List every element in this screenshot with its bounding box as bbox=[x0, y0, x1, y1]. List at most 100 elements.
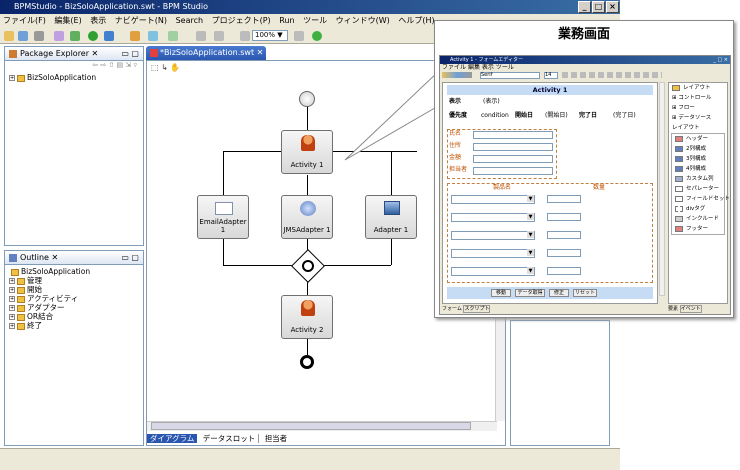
print-icon[interactable] bbox=[34, 31, 44, 41]
palette-item-custom[interactable]: カスタム列 bbox=[672, 174, 724, 184]
font-size-select[interactable]: 14 bbox=[544, 72, 558, 79]
quantity-field[interactable] bbox=[547, 267, 581, 275]
product-select[interactable] bbox=[451, 231, 535, 240]
amount-field[interactable] bbox=[473, 155, 553, 163]
palette-item-2col[interactable]: 2列構成 bbox=[672, 144, 724, 154]
move-button[interactable]: 移動 bbox=[491, 289, 511, 297]
modify-button[interactable]: 修正 bbox=[549, 289, 569, 297]
product-select[interactable] bbox=[451, 267, 535, 276]
open-type-icon[interactable] bbox=[130, 31, 140, 41]
address-field[interactable] bbox=[473, 143, 553, 151]
menu-help[interactable]: ヘルプ(H) bbox=[398, 16, 435, 25]
palette-item-fieldset[interactable]: フィールドセット bbox=[672, 194, 730, 204]
search-icon[interactable] bbox=[168, 31, 178, 41]
zoom-select[interactable]: 100% ▼ bbox=[252, 30, 288, 41]
palette-item-3col[interactable]: 3列構成 bbox=[672, 154, 724, 164]
jms-adapter-node[interactable]: JMSAdapter 1 bbox=[281, 195, 333, 239]
back-icon[interactable] bbox=[196, 31, 206, 41]
fetch-data-button[interactable]: データ取得 bbox=[515, 289, 545, 297]
menu-run[interactable]: Run bbox=[279, 16, 295, 25]
menu-project[interactable]: プロジェクト(P) bbox=[211, 16, 271, 25]
form-window-controls[interactable]: _ □ × bbox=[713, 57, 728, 63]
menu-edit[interactable]: 編集(E) bbox=[54, 16, 82, 25]
palette-item-header[interactable]: ヘッダー bbox=[672, 134, 724, 144]
outline-item[interactable]: +終了 bbox=[9, 321, 42, 330]
palette-item-include[interactable]: インクルード bbox=[672, 214, 724, 224]
open-resource-icon[interactable] bbox=[148, 31, 158, 41]
outline-root[interactable]: BizSoloApplication bbox=[5, 267, 143, 276]
palette-item-4col[interactable]: 4列構成 bbox=[672, 164, 724, 174]
form-vertical-scrollbar[interactable] bbox=[659, 82, 665, 296]
menu-window[interactable]: ウィンドウ(W) bbox=[335, 16, 390, 25]
tab-form[interactable]: フォーム bbox=[442, 306, 462, 312]
debug-icon[interactable] bbox=[70, 31, 80, 41]
tab-events[interactable]: イベント bbox=[679, 305, 702, 313]
horizontal-scroll-thumb[interactable] bbox=[151, 422, 471, 430]
expand-icon[interactable]: + bbox=[9, 314, 15, 320]
font-select[interactable]: Serif bbox=[480, 72, 540, 79]
tab-data-slot[interactable]: データスロット bbox=[199, 434, 260, 443]
expand-icon[interactable]: + bbox=[9, 287, 15, 293]
help-icon[interactable] bbox=[54, 31, 64, 41]
product-select[interactable] bbox=[451, 195, 535, 204]
expand-icon[interactable]: + bbox=[9, 296, 15, 302]
adapter-node[interactable]: Adapter 1 bbox=[365, 195, 417, 239]
outline-item[interactable]: +管理 bbox=[9, 276, 42, 285]
start-event[interactable] bbox=[299, 91, 315, 107]
zoom-out-icon[interactable] bbox=[240, 31, 250, 41]
outline-item[interactable]: +OR結合 bbox=[9, 312, 54, 321]
quantity-field[interactable] bbox=[547, 213, 581, 221]
maximize-button[interactable]: □ bbox=[592, 1, 605, 13]
save-icon[interactable] bbox=[18, 31, 28, 41]
form-canvas[interactable]: Activity 1 表示 (表示) 優先度 condition 開始日 (開始… bbox=[442, 82, 658, 304]
palette-group[interactable]: ⊞ データソース bbox=[672, 115, 712, 121]
expand-icon[interactable]: + bbox=[9, 75, 15, 81]
editor-tab[interactable]: *BizSoloApplication.swt ✕ bbox=[146, 46, 266, 60]
menu-tools[interactable]: ツール bbox=[303, 16, 328, 25]
menu-file[interactable]: ファイル(F) bbox=[3, 16, 46, 25]
palette-item-separator[interactable]: セパレーター bbox=[672, 184, 724, 194]
expand-icon[interactable]: + bbox=[9, 323, 15, 329]
palette-item-footer[interactable]: フッター bbox=[672, 224, 724, 234]
external-tools-icon[interactable] bbox=[104, 31, 114, 41]
menu-view[interactable]: 表示 bbox=[90, 16, 107, 25]
zoom-in-icon[interactable] bbox=[294, 31, 304, 41]
minimize-button[interactable]: _ bbox=[578, 1, 591, 13]
quantity-field[interactable] bbox=[547, 195, 581, 203]
outline-item[interactable]: +アダプター bbox=[9, 303, 65, 312]
tab-script[interactable]: スクリプト bbox=[463, 305, 491, 313]
close-button[interactable]: × bbox=[606, 1, 619, 13]
outline-item[interactable]: +アクティビティ bbox=[9, 294, 79, 303]
product-select[interactable] bbox=[451, 213, 535, 222]
run-icon[interactable] bbox=[88, 31, 98, 41]
validate-icon[interactable] bbox=[312, 31, 322, 41]
tab-assignee[interactable]: 担当者 bbox=[264, 434, 288, 443]
package-explorer-tab[interactable]: Package Explorer ✕ ▭ ▢ bbox=[5, 47, 143, 61]
tab-elements[interactable]: 要素 bbox=[668, 306, 679, 312]
reset-button[interactable]: リセット bbox=[573, 289, 597, 297]
palette-group[interactable]: ⊞ フロー bbox=[672, 105, 695, 111]
select-tool-icon[interactable]: ⬚ bbox=[151, 63, 159, 72]
minimize-view-icon[interactable]: ▭ ▢ bbox=[121, 49, 139, 58]
quantity-field[interactable] bbox=[547, 249, 581, 257]
forward-icon[interactable] bbox=[214, 31, 224, 41]
hand-tool-icon[interactable]: ✋ bbox=[170, 63, 181, 72]
palette-item-div[interactable]: divタグ bbox=[672, 204, 724, 214]
end-event[interactable] bbox=[300, 355, 314, 369]
new-icon[interactable] bbox=[4, 31, 14, 41]
minimize-view-icon[interactable]: ▭ ▢ bbox=[121, 253, 139, 262]
expand-icon[interactable]: + bbox=[9, 305, 15, 311]
palette-group[interactable]: ⊞ コントロール bbox=[672, 95, 712, 101]
name-field[interactable] bbox=[473, 131, 553, 139]
activity-1-node[interactable]: Activity 1 bbox=[281, 130, 333, 174]
activity-2-node[interactable]: Activity 2 bbox=[281, 295, 333, 339]
expand-icon[interactable]: + bbox=[9, 278, 15, 284]
outline-item[interactable]: +開始 bbox=[9, 285, 42, 294]
email-adapter-node[interactable]: EmailAdapter 1 bbox=[197, 195, 249, 239]
assignee-field[interactable] bbox=[473, 167, 553, 175]
connect-tool-icon[interactable]: ↳ bbox=[161, 63, 168, 72]
menu-search[interactable]: Search bbox=[175, 16, 204, 25]
quantity-field[interactable] bbox=[547, 231, 581, 239]
product-select[interactable] bbox=[451, 249, 535, 258]
menu-navigate[interactable]: ナビゲート(N) bbox=[114, 16, 168, 25]
